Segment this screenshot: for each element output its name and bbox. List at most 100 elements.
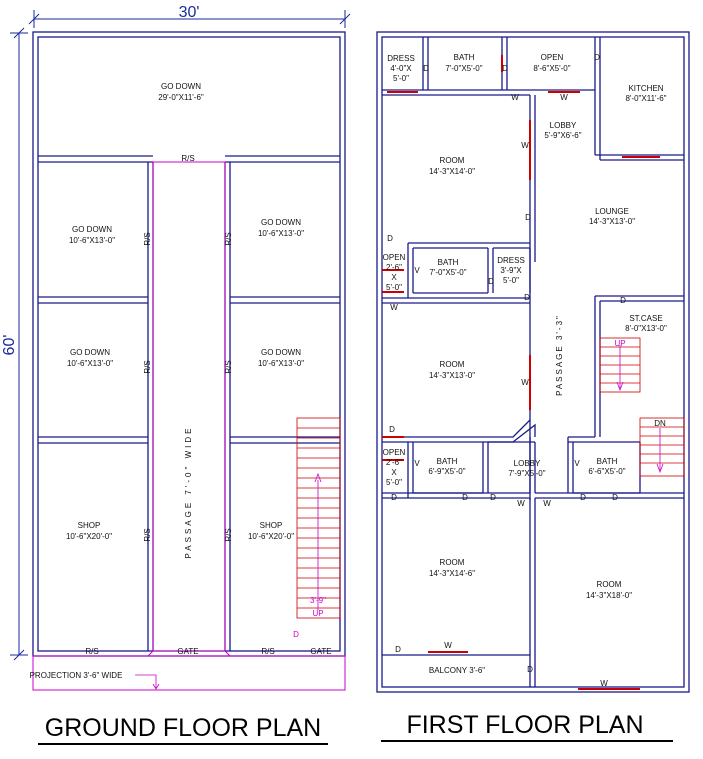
- ff-window-mark: W: [521, 141, 529, 150]
- ff-dress1-size-b: 5'-0": [393, 74, 409, 83]
- ff-vent-mark: V: [574, 459, 580, 468]
- ff-door-mark: D: [612, 493, 618, 502]
- ff-lobby2-size: 7'-9"X5'-0": [508, 469, 545, 478]
- ff-inner-wall: [381, 36, 685, 688]
- ff-room1-size: 14'-3"X14'-0": [429, 167, 475, 176]
- ff-door-mark: D: [423, 64, 429, 73]
- ff-open1-name: OPEN: [541, 53, 564, 62]
- ff-dress2-name: DRESS: [497, 256, 525, 265]
- ff-room1-name: ROOM: [440, 156, 465, 165]
- ff-room3-name: ROOM: [440, 558, 465, 567]
- ff-open2-size-a: 2'-6": [386, 263, 402, 272]
- ff-window-mark: W: [517, 499, 525, 508]
- gf-gate-stair: GATE: [310, 647, 331, 656]
- ff-lobby1-size: 5'-9"X6'-6": [544, 131, 581, 140]
- ff-open3-name: OPEN: [383, 448, 406, 457]
- ff-door-mark: D: [462, 493, 468, 502]
- ff-door-mark: D: [502, 64, 508, 73]
- gf-passage: [147, 161, 231, 657]
- ff-door-mark: D: [527, 665, 533, 674]
- ff-window-mark: W: [511, 93, 519, 102]
- gf-rs-r1: R/S: [224, 232, 233, 245]
- gf-stair-width: 3'-9": [310, 596, 326, 605]
- ff-door-mark: D: [524, 293, 530, 302]
- ff-lounge-size: 14'-3"X13'-0": [589, 217, 635, 226]
- ff-bath1-name: BATH: [454, 53, 475, 62]
- ff-title-text: FIRST FLOOR PLAN: [406, 711, 643, 739]
- ff-door-mark: D: [490, 493, 496, 502]
- projection-outline: [32, 655, 346, 691]
- gf-rs-r3: R/S: [224, 528, 233, 541]
- gf-shop-right-name: SHOP: [260, 521, 283, 530]
- ff-room3-size: 14'-3"X14'-6": [429, 569, 475, 578]
- width-dimension: 30': [28, 4, 351, 28]
- gf-godown-right2-size: 10'-6"X13'-0": [258, 359, 304, 368]
- ff-staircase: [599, 337, 685, 477]
- ff-door-mark: D: [620, 296, 626, 305]
- gf-rs-top: R/S: [181, 154, 194, 163]
- ff-dress1-name: DRESS: [387, 54, 415, 63]
- ff-window-mark: W: [560, 93, 568, 102]
- ff-balcony-label: BALCONY 3'-6": [429, 666, 485, 675]
- ff-open2-x: X: [391, 273, 397, 282]
- ff-stcase-name: ST.CASE: [629, 314, 662, 323]
- ff-outer-wall: [376, 31, 690, 693]
- length-label: 60': [1, 335, 18, 356]
- gf-godown-top-name: GO DOWN: [161, 82, 201, 91]
- ff-kitchen-name: KITCHEN: [628, 84, 663, 93]
- ff-door-mark: D: [580, 493, 586, 502]
- gf-shop-left-size: 10'-6"X20'-0": [66, 532, 112, 541]
- gf-godown-left1-name: GO DOWN: [72, 225, 112, 234]
- gf-outer-wall: [32, 31, 346, 657]
- ff-bath4-name: BATH: [597, 457, 618, 466]
- ff-window-mark: W: [444, 641, 452, 650]
- ff-window-mark: W: [521, 378, 529, 387]
- gf-godown-right1-name: GO DOWN: [261, 218, 301, 227]
- gf-shop-left-name: SHOP: [78, 521, 101, 530]
- ff-door-mark: D: [389, 425, 395, 434]
- ff-open3-size-a: 2'-6": [386, 458, 402, 467]
- ff-open2-size-b: 5'-0": [386, 283, 402, 292]
- ff-passage-label: PASSAGE 3'-3": [555, 314, 564, 396]
- ff-door-mark: D: [594, 53, 600, 62]
- ff-door-mark: D: [488, 277, 494, 286]
- ff-room2-name: ROOM: [440, 360, 465, 369]
- ff-windows: [382, 55, 660, 690]
- gf-godown-left2-name: GO DOWN: [70, 348, 110, 357]
- gf-staircase: [296, 417, 341, 619]
- gf-godown-top-size: 29'-0"X11'-6": [158, 93, 204, 102]
- gf-rs-l1: R/S: [143, 232, 152, 245]
- ff-bath3-size: 6'-9"X5'-0": [428, 467, 465, 476]
- gf-rs-l2: R/S: [143, 360, 152, 373]
- ff-bath2-size: 7'-0"X5'-0": [429, 268, 466, 277]
- gf-gate-main: GATE: [177, 647, 198, 656]
- ff-bath4-size: 6'-6"X5'-0": [588, 467, 625, 476]
- ff-lounge-name: LOUNGE: [595, 207, 629, 216]
- ff-open3-size-b: 5'-0": [386, 478, 402, 487]
- gf-stair-door: D: [293, 630, 299, 639]
- ff-open2-name: OPEN: [383, 253, 406, 262]
- ff-stair-up: UP: [614, 339, 625, 348]
- ff-door-mark: D: [391, 493, 397, 502]
- ff-bath3-name: BATH: [437, 457, 458, 466]
- ff-vent-mark: V: [414, 266, 420, 275]
- ff-kitchen-size: 8'-0"X11'-6": [625, 94, 666, 103]
- ff-labels: DRESS 4'-0"X 5'-0" BATH 7'-0"X5'-0" OPEN…: [383, 53, 667, 688]
- ff-door-mark: D: [525, 213, 531, 222]
- ff-title: FIRST FLOOR PLAN: [381, 711, 673, 742]
- gf-rs-l3: R/S: [143, 528, 152, 541]
- gf-godown-right2-name: GO DOWN: [261, 348, 301, 357]
- gf-godown-left1-size: 10'-6"X13'-0": [69, 236, 115, 245]
- length-dimension: 60': [1, 27, 28, 661]
- ff-dress2-size-b: 5'-0": [503, 276, 519, 285]
- ff-door-mark: D: [395, 645, 401, 654]
- ff-lobby2-name: LOBBY: [514, 459, 541, 468]
- ff-room2-size: 14'-3"X13'-0": [429, 371, 475, 380]
- width-label: 30': [179, 4, 200, 21]
- gf-rs-bottom-right: R/S: [261, 647, 274, 656]
- ff-open1-size: 8'-6"X5'-0": [533, 64, 570, 73]
- gf-godown-right1-size: 10'-6"X13'-0": [258, 229, 304, 238]
- ff-stcase-size: 8'-0"X13'-0": [625, 324, 667, 333]
- ff-vent-mark: V: [414, 459, 420, 468]
- ff-window-mark: W: [543, 499, 551, 508]
